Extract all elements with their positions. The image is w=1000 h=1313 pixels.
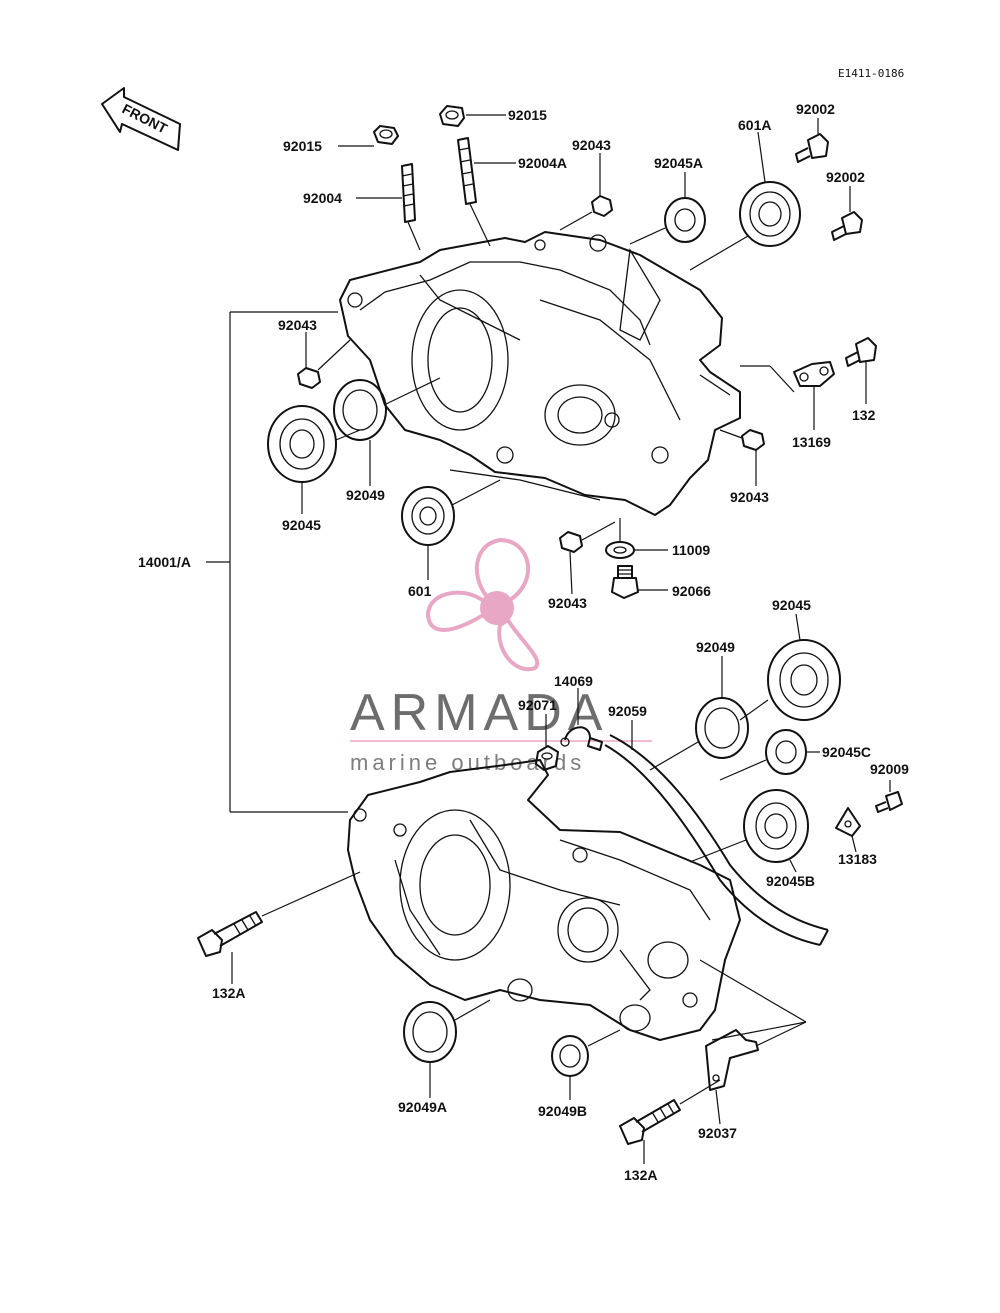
part-92043-dowel-right [741, 429, 765, 451]
label-92002-b: 92002 [826, 169, 865, 185]
part-92004A-stud [457, 137, 477, 205]
diagram-code: E1411-0186 [838, 67, 904, 80]
label-14001-A: 14001/A [138, 554, 191, 570]
label-13183: 13183 [838, 851, 877, 867]
front-arrow-label: FRONT [120, 100, 171, 136]
part-601A-bearing [739, 181, 801, 247]
label-92045B: 92045B [766, 873, 815, 889]
part-92015-right [439, 105, 465, 127]
part-132-bolt [845, 337, 877, 367]
part-92043-dowel-left [297, 367, 321, 389]
label-92045-lower: 92045 [772, 597, 811, 613]
part-14069-clamp [560, 726, 603, 751]
part-92049-seal-upper [333, 379, 387, 441]
part-92037-bracket [705, 1029, 759, 1091]
part-92043-dowel-top [591, 195, 613, 217]
label-14069: 14069 [554, 673, 593, 689]
label-92002-a: 92002 [796, 101, 835, 117]
label-92015-right: 92015 [508, 107, 547, 123]
leader-lines [206, 114, 891, 1164]
part-92066-drain-plug [611, 565, 639, 599]
part-92049A-seal [403, 1001, 457, 1063]
label-92059: 92059 [608, 703, 647, 719]
lower-crankcase [347, 734, 829, 1041]
part-92045A-bearing [664, 197, 706, 243]
part-92049B-seal [551, 1035, 589, 1077]
part-92043-dowel-center [559, 531, 583, 553]
label-92043-top: 92043 [572, 137, 611, 153]
label-92049-upper: 92049 [346, 487, 385, 503]
label-92049-lower: 92049 [696, 639, 735, 655]
label-13169: 13169 [792, 434, 831, 450]
label-132: 132 [852, 407, 876, 423]
label-92045-upper: 92045 [282, 517, 321, 533]
label-11009: 11009 [672, 542, 710, 558]
label-92045A: 92045A [654, 155, 703, 171]
label-92066: 92066 [672, 583, 711, 599]
part-92049-seal-lower [695, 697, 749, 759]
part-92071-fitting [535, 745, 559, 771]
label-132A-right: 132A [624, 1167, 657, 1183]
label-92004: 92004 [303, 190, 342, 206]
part-13169-clamp [793, 361, 835, 387]
part-92045B-bearing [743, 789, 809, 863]
label-601A: 601A [738, 117, 771, 133]
part-92045C-bearing [765, 729, 807, 775]
upper-crankcase [339, 231, 741, 516]
part-132A-bolt-right [619, 1099, 681, 1145]
part-92002-bolt-b [831, 211, 863, 241]
watermark: ARMADA marine outboards [350, 537, 652, 775]
part-92004-stud [401, 163, 416, 223]
part-92009-screw [875, 791, 903, 813]
label-92009: 92009 [870, 761, 909, 777]
watermark-brand: ARMADA [350, 684, 608, 742]
label-92045C: 92045C [822, 744, 871, 760]
part-92002-bolt-a [795, 133, 829, 163]
label-132A-left: 132A [212, 985, 245, 1001]
part-11009-washer [605, 541, 635, 559]
part-92015-left [373, 125, 399, 145]
label-92049B: 92049B [538, 1103, 587, 1119]
label-92037: 92037 [698, 1125, 737, 1141]
part-13183-clip [835, 807, 861, 837]
label-92043-center: 92043 [548, 595, 587, 611]
label-92015-left: 92015 [283, 138, 322, 154]
label-601: 601 [408, 583, 432, 599]
part-132A-bolt-left [197, 911, 263, 957]
label-92004A: 92004A [518, 155, 567, 171]
part-92045-bearing-upper [267, 405, 337, 483]
label-92043-left: 92043 [278, 317, 317, 333]
part-labels: 92015 92015 92004 92004A 92043 92045A 60… [138, 101, 909, 1183]
part-92045-bearing-lower [767, 639, 841, 721]
front-arrow-icon: FRONT [101, 87, 181, 151]
propeller-logo-icon [425, 537, 540, 672]
label-92043-right: 92043 [730, 489, 769, 505]
label-92049A: 92049A [398, 1099, 447, 1115]
part-601-bearing [401, 486, 455, 546]
label-92071: 92071 [518, 697, 557, 713]
